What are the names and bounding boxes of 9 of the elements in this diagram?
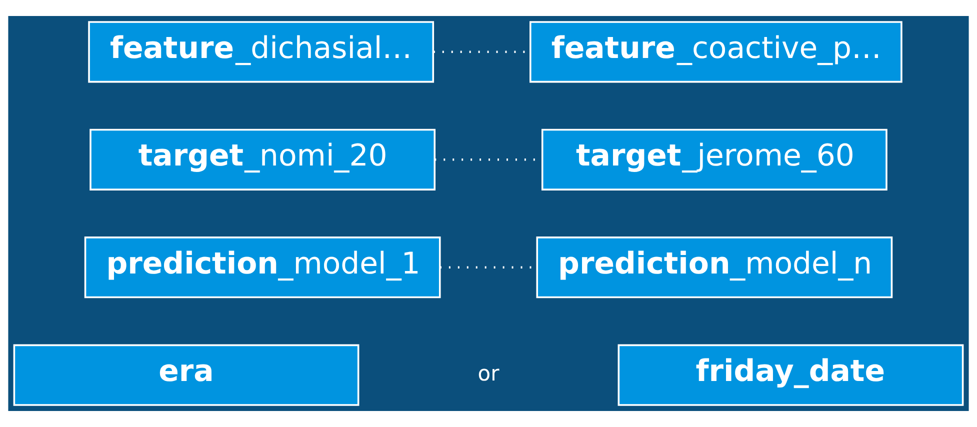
- node-box: feature_coactive_p…: [530, 21, 902, 83]
- node-box: era: [13, 344, 360, 406]
- label: or: [478, 362, 500, 386]
- node-box: prediction_model_n: [536, 236, 893, 298]
- node-box: target_jerome_60: [541, 128, 888, 190]
- node-box: prediction_model_1: [84, 236, 441, 298]
- node-box: friday_date: [618, 344, 964, 406]
- node-box: feature_dichasial…: [88, 21, 434, 83]
- node-box: target_nomi_20: [90, 128, 436, 190]
